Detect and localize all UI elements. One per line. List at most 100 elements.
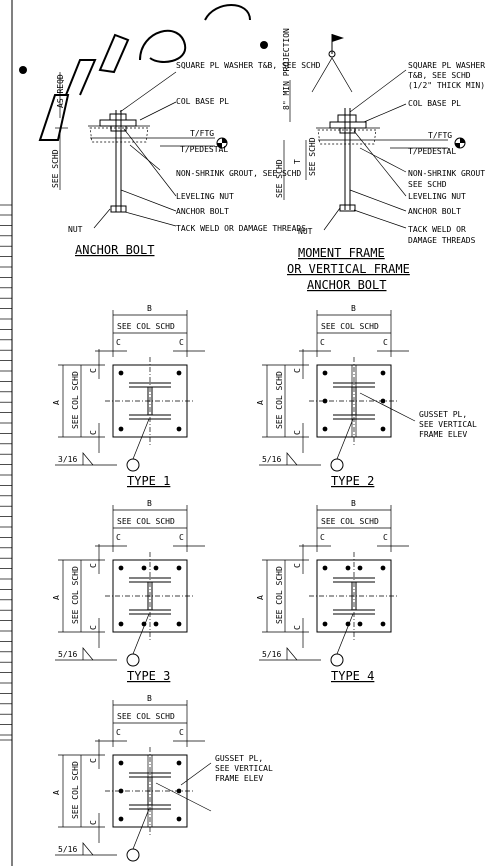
anchor-bolt-hole [153, 621, 159, 627]
see-col-schd-left: SEE COL SCHD [275, 566, 284, 624]
anchor-bolt-hole [176, 788, 182, 794]
weld-size: 5/16 [262, 650, 281, 659]
anchor-bolt-hole [176, 370, 182, 376]
weld-all-around-icon [330, 458, 344, 472]
see-col-schd-top: SEE COL SCHD [117, 322, 175, 331]
min-projection-label: 8" MIN PROJECTION [282, 28, 291, 110]
dim-c: C [293, 368, 302, 373]
dim-c: C [89, 758, 98, 763]
anchor-bolt-hole [380, 398, 386, 404]
see-col-schd-top: SEE COL SCHD [117, 712, 175, 721]
tpedestal-label: T/PEDESTAL [180, 145, 228, 154]
dim-c: C [116, 533, 121, 542]
anchor-bolt-hole [118, 816, 124, 822]
dim-c: C [89, 430, 98, 435]
weld-size: 5/16 [58, 650, 77, 659]
dim-b: B [351, 304, 356, 313]
anchor-bolt-hole [176, 816, 182, 822]
t-label: T [293, 159, 302, 164]
anchor-bolt-hole [176, 760, 182, 766]
dim-a: A [52, 400, 61, 405]
mf-title-3: ANCHOR BOLT [307, 278, 386, 292]
col-base-label: COL BASE PL [176, 97, 229, 106]
anchor-bolt-hole [176, 621, 182, 627]
dim-b: B [147, 499, 152, 508]
anchor-bolt-hole [118, 760, 124, 766]
weld-size: 5/16 [58, 845, 77, 854]
dim-a: A [52, 790, 61, 795]
type-title: TYPE 2 [331, 474, 374, 488]
mf-tack-2: DAMAGE THREADS [408, 236, 476, 245]
type-title: TYPE 1 [127, 474, 170, 488]
anchor-bolt-hole [118, 788, 124, 794]
mf-nut: NUT [298, 227, 313, 236]
anchor-label: ANCHOR BOLT [176, 207, 229, 216]
schedule-table-edge [0, 214, 12, 736]
see-col-schd-left: SEE COL SCHD [71, 371, 80, 429]
sheet-border [0, 0, 13, 866]
dim-c: C [293, 563, 302, 568]
leveling-label: LEVELING NUT [176, 192, 234, 201]
type-title: TYPE 3 [127, 669, 170, 683]
mf-tftg: T/FTG [428, 131, 452, 140]
see-schd-label: SEE SCHD [51, 149, 60, 188]
see-col-schd-top: SEE COL SCHD [117, 517, 175, 526]
mf-grout-2: SEE SCHD [408, 180, 447, 189]
tack-label: TACK WELD OR DAMAGE THREADS [176, 224, 306, 233]
anchor-bolt-title: ANCHOR BOLT [75, 243, 154, 257]
dim-a: A [256, 595, 265, 600]
gusset-label: SEE VERTICAL [215, 764, 273, 773]
anchor-bolt-hole [322, 621, 328, 627]
gusset-label: FRAME ELEV [419, 430, 467, 439]
weld-all-around-icon [126, 848, 140, 862]
dim-b: B [351, 499, 356, 508]
anchor-bolt-hole [118, 565, 124, 571]
dim-c: C [89, 820, 98, 825]
grout-label: NON-SHRINK GROUT, SEE SCHD [176, 169, 301, 178]
anchor-bolt-hole [322, 426, 328, 432]
anchor-bolt-hole [118, 370, 124, 376]
dim-a: A [52, 595, 61, 600]
see-col-schd-top: SEE COL SCHD [321, 322, 379, 331]
anchor-bolt-hole [345, 565, 351, 571]
as-reqd-label: AS REQD [56, 74, 65, 108]
weld-size: 5/16 [262, 455, 281, 464]
square-pl-label: SQUARE PL WASHER T&B, SEE SCHD [176, 61, 321, 70]
dim-c: C [293, 430, 302, 435]
dim-b: B [147, 694, 152, 703]
mf-grout: NON-SHRINK GROUT [408, 169, 485, 178]
see-col-schd-left: SEE COL SCHD [275, 371, 284, 429]
dim-b: B [147, 304, 152, 313]
anchor-bolt-hole [176, 426, 182, 432]
mf-washer-2: T&B, SEE SCHD [408, 71, 471, 80]
anchor-bolt-hole [357, 621, 363, 627]
see-col-schd-left: SEE COL SCHD [71, 761, 80, 819]
weld-all-around-icon [126, 458, 140, 472]
mf-see-schd-label-2: SEE SCHD [308, 137, 317, 176]
anchor-bolt-hole [118, 426, 124, 432]
anchor-bolt-hole [380, 565, 386, 571]
dim-c: C [383, 533, 388, 542]
dim-c: C [179, 338, 184, 347]
dim-c: C [320, 533, 325, 542]
dim-c: C [89, 625, 98, 630]
anchor-bolt-hole [322, 370, 328, 376]
mf-washer-3: (1/2" THICK MIN) [408, 81, 485, 90]
watermark-strokes [19, 4, 268, 141]
anchor-bolt-hole [357, 565, 363, 571]
weld-all-around-icon [126, 653, 140, 667]
gusset-label: FRAME ELEV [215, 774, 263, 783]
anchor-bolt-hole [380, 370, 386, 376]
anchor-bolt-hole [322, 565, 328, 571]
weld-size: 3/16 [58, 455, 77, 464]
dim-c: C [89, 563, 98, 568]
anchor-bolt-hole [380, 621, 386, 627]
gusset-label: GUSSET PL, [215, 754, 263, 763]
gusset-label: SEE VERTICAL [419, 420, 477, 429]
anchor-bolt-hole [118, 621, 124, 627]
weld-all-around-icon [330, 653, 344, 667]
